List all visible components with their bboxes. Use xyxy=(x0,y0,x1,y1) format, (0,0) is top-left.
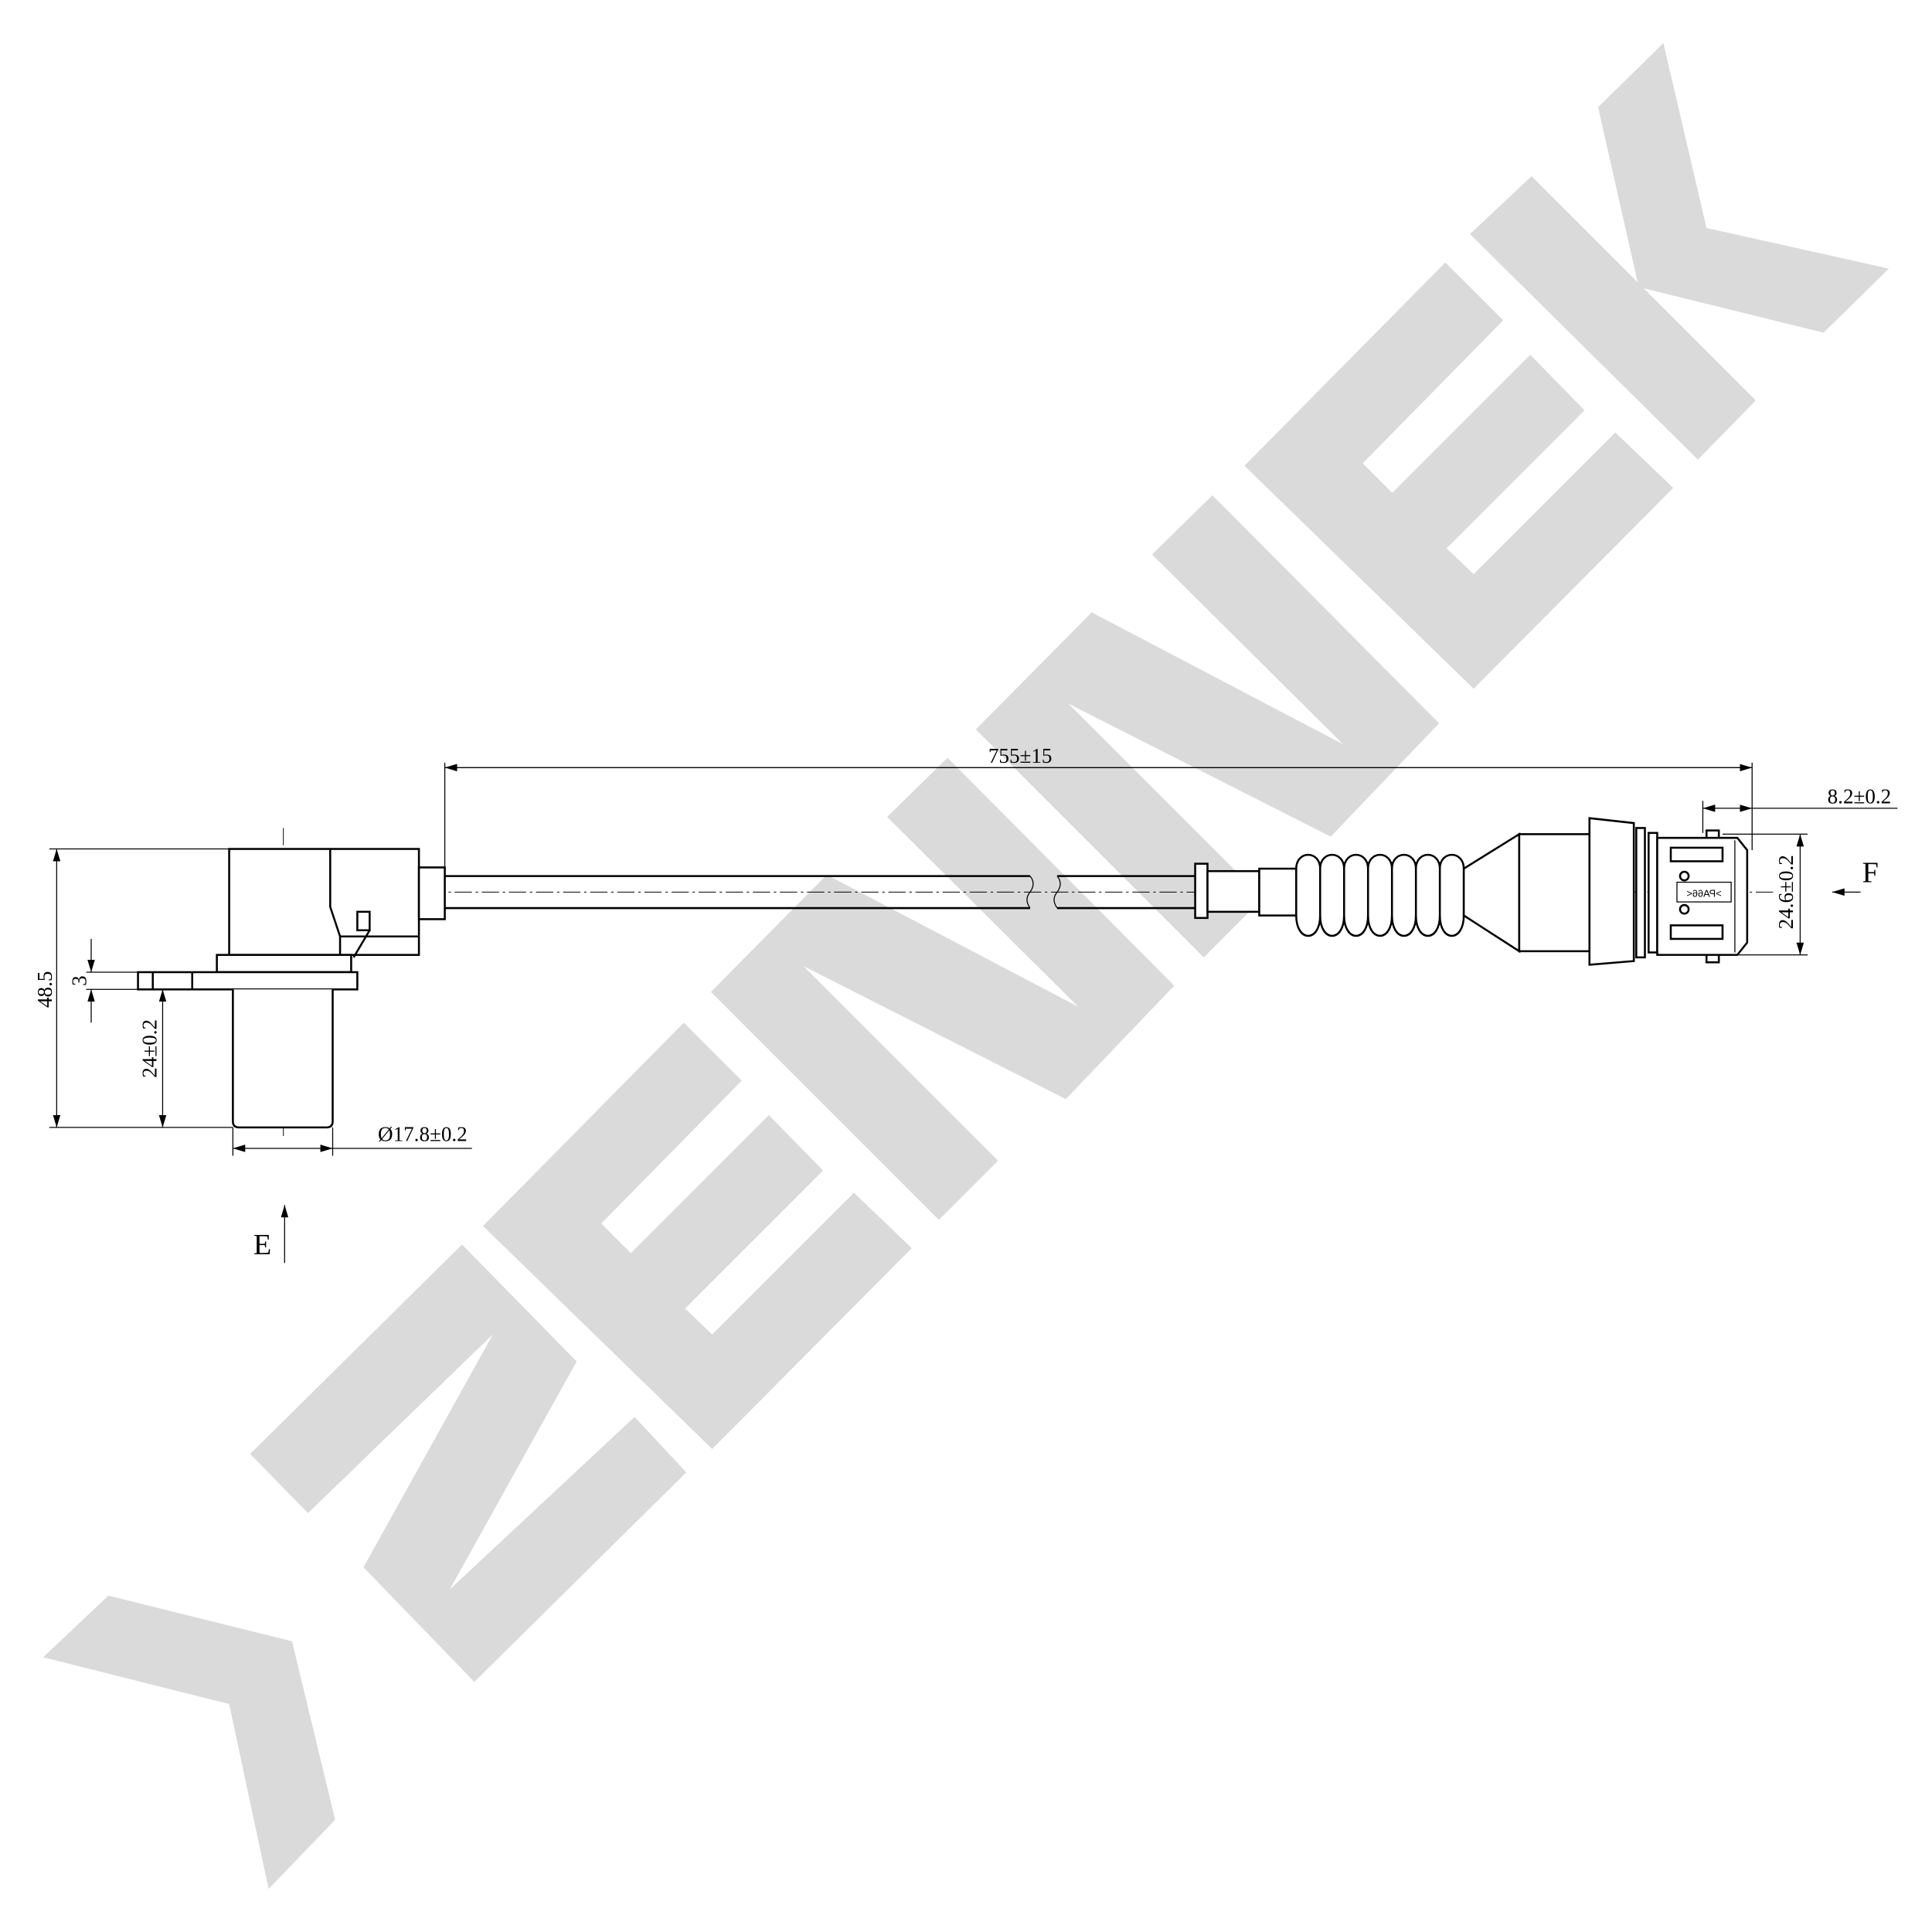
dimension-connector-height: 24.6±0.2 xyxy=(1722,833,1808,956)
terminal-slot xyxy=(1669,846,1724,862)
view-label: E xyxy=(253,1229,271,1261)
watermark-letter-k-stem xyxy=(1470,175,1757,460)
terminal-slot xyxy=(1669,924,1724,940)
watermark-logo xyxy=(43,43,1889,1889)
dimension-label: 24±0.2 xyxy=(138,1019,161,1078)
dimension-label: 755±15 xyxy=(988,744,1053,767)
dimension-label: 24.6±0.2 xyxy=(1774,855,1798,929)
mounting-flange xyxy=(137,971,359,991)
sleeve-2 xyxy=(1258,867,1298,917)
seal-ring xyxy=(1648,832,1658,954)
watermark-letter-k-arm xyxy=(1597,43,1889,333)
dimension-probe-diameter: Ø17.8±0.2 xyxy=(232,1122,472,1156)
dimension-flange-thickness: 3 xyxy=(68,938,138,1023)
cable-gland xyxy=(417,866,446,920)
locating-tab xyxy=(356,910,371,932)
watermark-letter-z xyxy=(250,1244,687,1682)
watermark-letter-n xyxy=(710,757,1175,1220)
view-arrow-f: F xyxy=(1832,857,1879,896)
pin-hole xyxy=(1679,870,1690,882)
sensor-body xyxy=(137,848,446,1129)
marking-box xyxy=(1676,881,1732,903)
dimension-probe-length: 24±0.2 xyxy=(138,989,167,1128)
sensor-housing xyxy=(228,848,420,956)
sensor-probe xyxy=(232,989,334,1129)
view-arrow-e: E xyxy=(253,1205,289,1264)
collar xyxy=(216,954,352,974)
cable-line xyxy=(444,875,1196,910)
bellows-boot xyxy=(1295,854,1465,937)
connector: >PA66< xyxy=(1194,817,1749,966)
housing-rib xyxy=(338,930,371,958)
pin-hole xyxy=(1679,903,1690,915)
watermark-chevron xyxy=(43,1595,335,1889)
dimension-overall-height: 48.5 xyxy=(33,848,233,1128)
cable xyxy=(444,875,1196,910)
view-label: F xyxy=(1862,857,1879,889)
watermark-letter-e xyxy=(483,1022,912,1449)
seal-ring xyxy=(1635,827,1646,959)
ferrule xyxy=(1194,862,1209,920)
sleeve xyxy=(1206,869,1260,913)
dimension-cable-length: 755±15 xyxy=(444,744,1753,868)
dimension-label: 48.5 xyxy=(33,971,56,1008)
dimension-label: Ø17.8±0.2 xyxy=(378,1122,468,1145)
watermark-letter-w xyxy=(975,495,1440,957)
dimension-label: 8.2±0.2 xyxy=(1828,785,1892,808)
boot-body xyxy=(1518,833,1591,953)
cable-break xyxy=(1026,876,1061,909)
material-marking: >PA66< xyxy=(1686,888,1721,900)
watermark-letter-e2 xyxy=(1244,262,1674,689)
boot-cone xyxy=(1462,832,1521,954)
dimension-label: 3 xyxy=(68,975,91,986)
dimension-connector-depth: 8.2±0.2 xyxy=(1702,785,1898,833)
boot-end xyxy=(1588,817,1635,966)
